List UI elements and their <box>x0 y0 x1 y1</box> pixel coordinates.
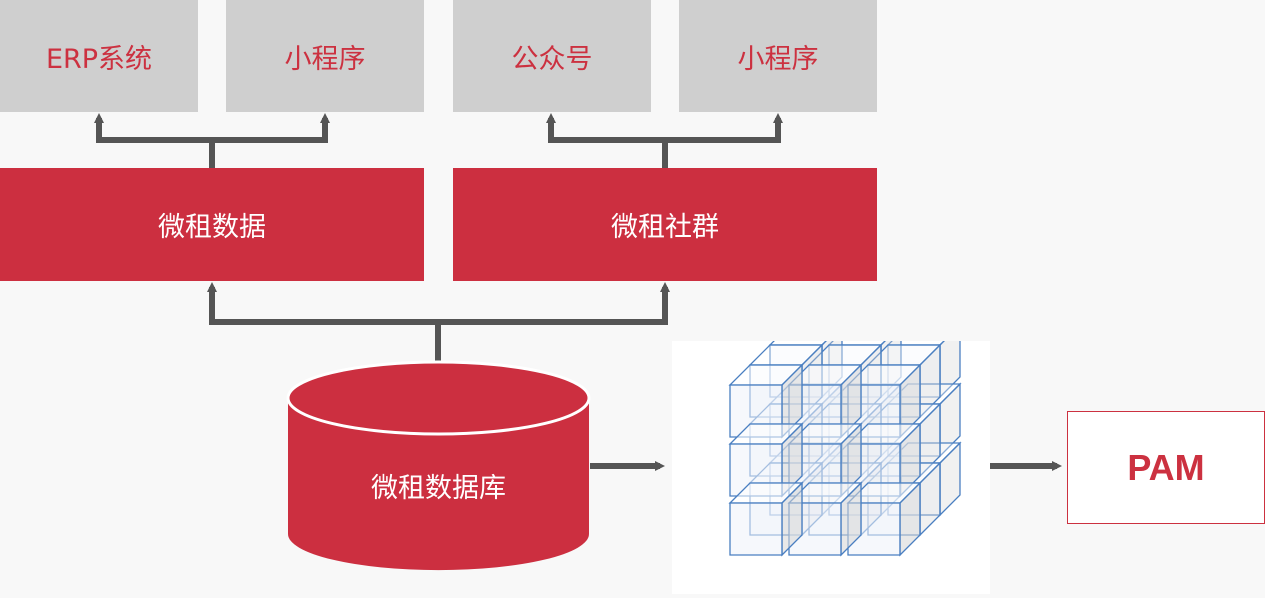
database-cylinder <box>286 360 591 571</box>
arrow-to-weizu-community <box>438 282 670 325</box>
mini-program-box-1: 小程序 <box>226 0 424 112</box>
pam-box: PAM <box>1067 411 1265 524</box>
pam-label: PAM <box>1127 446 1205 488</box>
weizu-community-label: 微租社群 <box>611 212 719 243</box>
arrow-to-erp <box>94 113 215 168</box>
mini-program-box-2: 小程序 <box>679 0 877 112</box>
arrow-to-mini-program-2 <box>665 113 783 143</box>
mini-program-label-2: 小程序 <box>737 43 819 75</box>
mini-program-label-1: 小程序 <box>284 43 366 75</box>
arrow-to-mini-program-1 <box>212 113 330 143</box>
database-label: 微租数据库 <box>371 473 506 504</box>
olap-cube-panel <box>672 323 990 594</box>
erp-system-box: ERP系统 <box>0 0 198 112</box>
olap-cube-icon <box>728 323 962 557</box>
weizu-data-label: 微租数据 <box>158 212 266 243</box>
erp-system-label: ERP系统 <box>45 43 153 75</box>
weizu-community-box: 微租社群 <box>453 168 877 281</box>
official-account-label: 公众号 <box>511 43 593 75</box>
weizu-data-box: 微租数据 <box>0 168 424 281</box>
arrow-to-weizu-data <box>207 282 441 362</box>
official-account-box: 公众号 <box>453 0 651 112</box>
arrow-to-official-account <box>546 113 668 168</box>
